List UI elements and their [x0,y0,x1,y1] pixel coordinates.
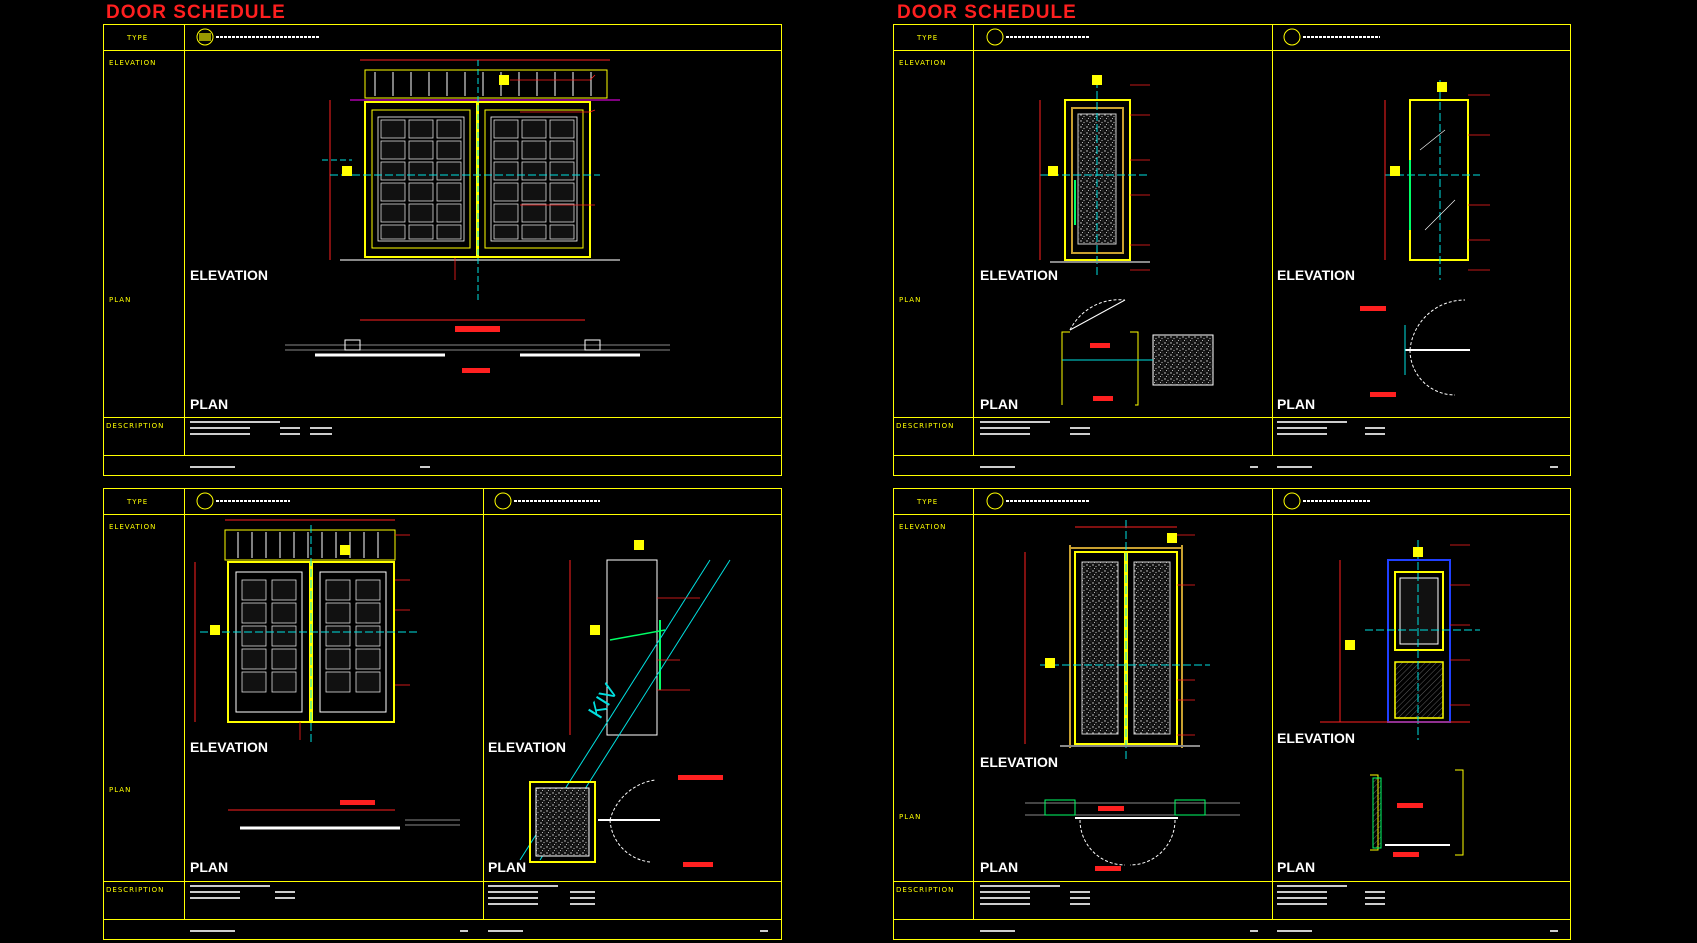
view-label-plan: PLAN [1277,396,1315,412]
row-label-description: DESCRIPTION [896,886,954,894]
kiv-watermark: KIV [583,679,623,723]
row-label-plan: PLAN [899,813,921,821]
sheet-bottom-right: TYPE ELEVATION PLAN DESCRIPTION ELEVATIO… [893,488,1571,940]
view-label-elevation: ELEVATION [488,739,566,755]
row-label-description: DESCRIPTION [106,886,164,894]
sheet-top-left: DOOR SCHEDULE TYPE ELEVATION PLAN DESCRI… [103,2,782,476]
row-label-elevation: ELEVATION [109,59,156,67]
row-label-elevation: ELEVATION [899,523,946,531]
row-label-elevation: ELEVATION [109,523,156,531]
sheet-title: DOOR SCHEDULE [897,2,1077,23]
view-label-elevation: ELEVATION [1277,730,1355,746]
row-label-description: DESCRIPTION [896,422,954,430]
view-label-plan: PLAN [1277,859,1315,875]
row-label-description: DESCRIPTION [106,422,164,430]
sheet-top-right: DOOR SCHEDULE TYPE ELEVATION PLAN DESCRI… [893,2,1571,476]
sheet-title: DOOR SCHEDULE [106,2,286,23]
row-label-type: TYPE [916,498,938,506]
row-label-type: TYPE [916,34,938,42]
row-label-type: TYPE [126,34,148,42]
row-label-plan: PLAN [109,296,131,304]
view-label-plan: PLAN [190,396,228,412]
view-label-plan: PLAN [980,859,1018,875]
view-label-plan: PLAN [488,859,526,875]
view-label-plan: PLAN [980,396,1018,412]
row-label-elevation: ELEVATION [899,59,946,67]
view-label-elevation: ELEVATION [1277,267,1355,283]
row-label-plan: PLAN [899,296,921,304]
view-label-elevation: ELEVATION [190,267,268,283]
view-label-plan: PLAN [190,859,228,875]
row-label-plan: PLAN [109,786,131,794]
row-label-type: TYPE [126,498,148,506]
sheet-bottom-left: TYPE ELEVATION PLAN DESCRIPTION [103,488,782,940]
view-label-elevation: ELEVATION [190,739,268,755]
view-label-elevation: ELEVATION [980,267,1058,283]
view-label-elevation: ELEVATION [980,754,1058,770]
